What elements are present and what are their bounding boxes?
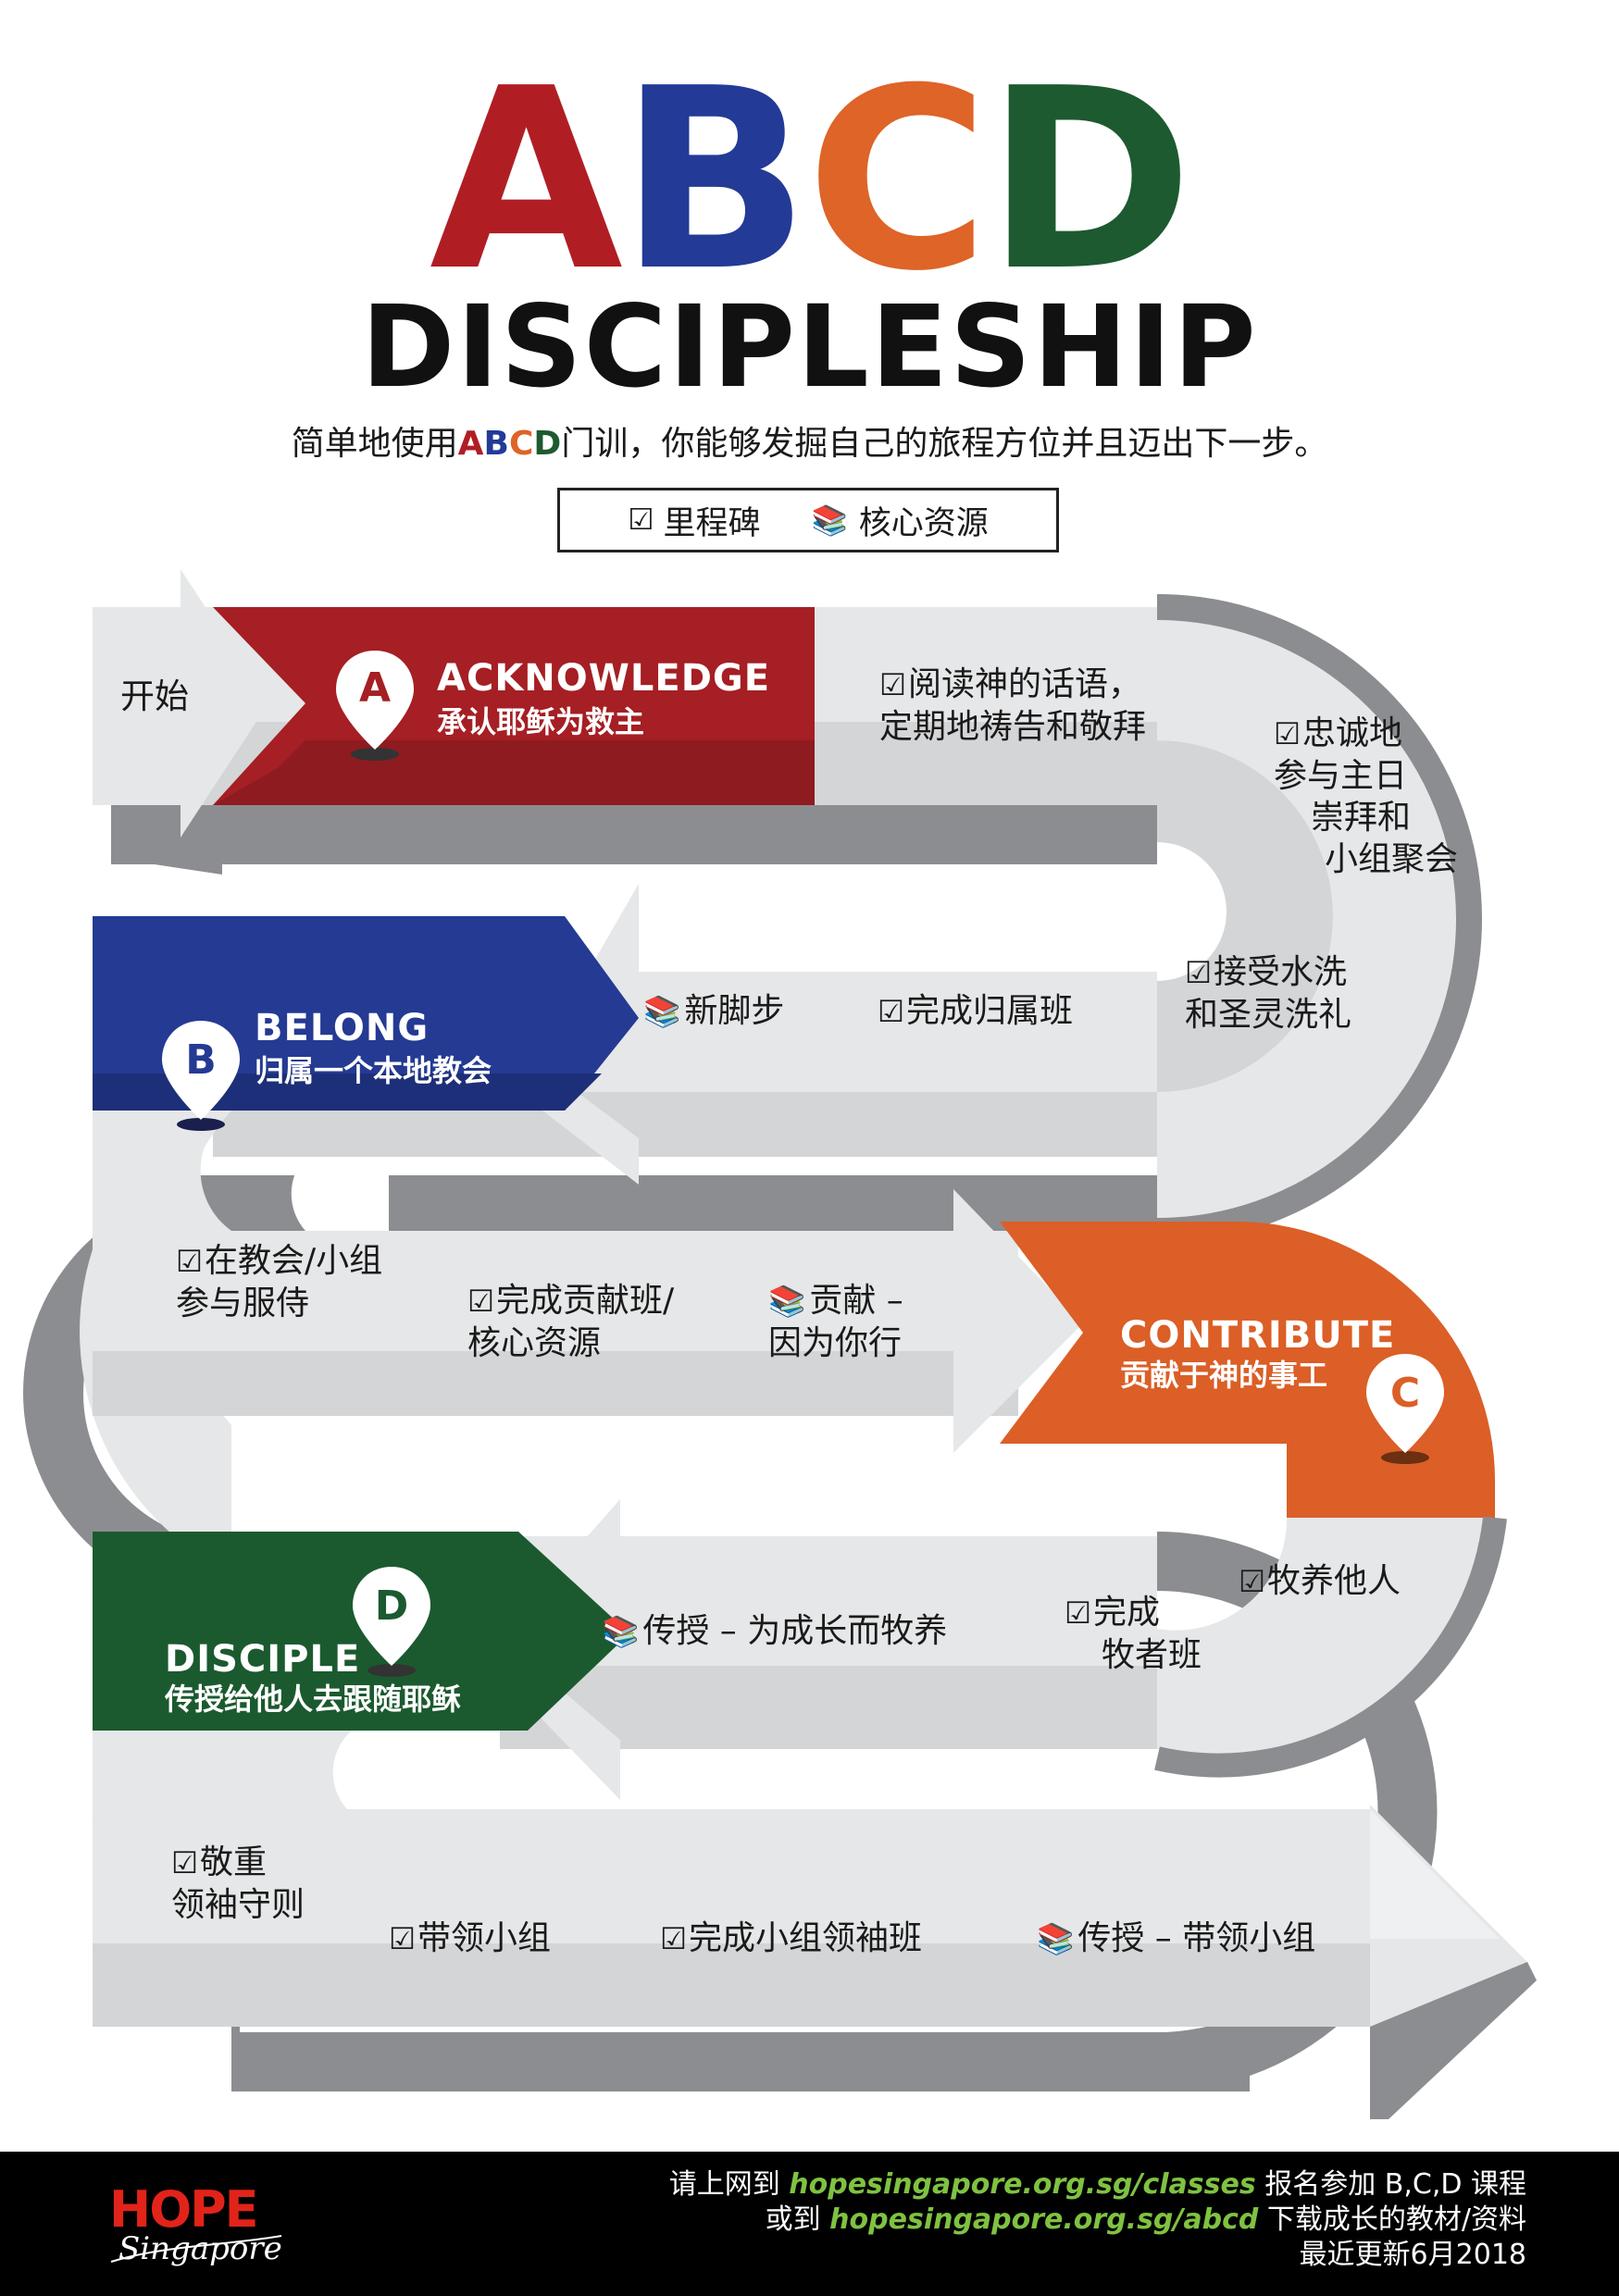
step-b-resource: 📚新脚步 [643, 990, 784, 1033]
stage-a-desc: 承认耶稣为救主 [437, 704, 645, 739]
step-d3: ☑完成小组领袖班 [660, 1917, 922, 1960]
step-c1: ☑牧养他人 [1239, 1560, 1401, 1603]
svg-text:C: C [1390, 1370, 1420, 1417]
book-icon: 📚 [768, 1284, 806, 1319]
svg-text:A: A [359, 664, 391, 712]
start-arrow [93, 569, 268, 838]
abcd-link[interactable]: hopesingapore.org.sg/abcd [829, 2203, 1259, 2236]
tagline-b: B [483, 425, 509, 463]
tagline-d: D [533, 425, 562, 463]
step-d1: ☑敬重 领袖守则 [171, 1843, 305, 1924]
legend-milestone: ☑ 里程碑 [628, 503, 761, 542]
title-discipleship: DISCIPLESHIP [361, 281, 1258, 413]
step-d-resource: 📚传授 – 为成长而牧养 [602, 1610, 947, 1653]
pin-a-icon: A [336, 651, 414, 761]
checkbox-icon: ☑ [879, 667, 907, 702]
footer-line-3: 最近更新6月2018 [1299, 2239, 1526, 2271]
footer-text: 请上网到 hopesingapore.org.sg/classes 报名参加 B… [669, 2167, 1526, 2273]
svg-text:D: D [375, 1582, 409, 1630]
checkbox-icon: ☑ [1239, 1564, 1266, 1599]
checkbox-icon: ☑ [878, 994, 905, 1029]
classes-link[interactable]: hopesingapore.org.sg/classes [789, 2168, 1256, 2201]
uturn-1 [1157, 607, 1469, 1231]
pin-d-icon: D [353, 1567, 430, 1677]
checkbox-icon: ☑ [1185, 955, 1213, 990]
pin-b-icon: B [162, 1021, 240, 1131]
checkbox-icon: ☑ [389, 1921, 417, 1956]
checkbox-icon: ☑ [467, 1284, 495, 1319]
stage-c-banner [1000, 1222, 1495, 1518]
title-letter-b: B [618, 34, 810, 326]
tagline: 简单地使用ABCD门训，你能够发掘自己的旅程方位并且迈出下一步。 [291, 425, 1328, 463]
uturn-3 [1157, 1518, 1495, 1756]
title-letter-d: D [985, 34, 1193, 326]
title-letter-c: C [805, 34, 990, 326]
book-icon: 📚 [811, 503, 848, 538]
stage-a-name: ACKNOWLEDGE [437, 657, 771, 700]
step-a3: ☑接受水洗 和圣灵洗礼 [1185, 953, 1352, 1034]
step-c-resource: 📚贡献 – 因为你行 [768, 1282, 903, 1362]
checkbox-icon: ☑ [1274, 716, 1301, 751]
step-a1: ☑阅读神的话语， 定期地祷告和敬拜 [879, 665, 1147, 746]
svg-text:HOPE: HOPE [109, 2180, 257, 2239]
hope-singapore-logo: HOPE Singapore [109, 2180, 282, 2267]
start-label: 开始 [120, 676, 189, 716]
step-b2: ☑在教会/小组 参与服侍 [176, 1242, 383, 1322]
step-c2: ☑完成 牧者班 [1065, 1594, 1202, 1674]
stage-d-banner [93, 1532, 629, 1731]
checkbox-icon: ☑ [628, 503, 654, 537]
stage-d-name: DISCIPLE [165, 1638, 361, 1681]
tagline-c: C [509, 425, 534, 463]
tagline-abcd: ABCD [458, 425, 562, 463]
tagline-a: A [457, 425, 484, 463]
checkbox-icon: ☑ [171, 1845, 199, 1880]
step-a2: ☑忠诚地 参与主日 崇拜和 小组聚会 [1274, 714, 1459, 878]
book-icon: 📚 [1037, 1921, 1075, 1956]
step-b3: ☑完成贡献班/ 核心资源 [467, 1282, 675, 1362]
legend-resource: 📚 核心资源 [811, 503, 989, 542]
checkbox-icon: ☑ [1065, 1595, 1092, 1631]
svg-text:B: B [185, 1036, 217, 1084]
book-icon: 📚 [602, 1614, 640, 1649]
step-d-resource-2: 📚传授 – 带领小组 [1037, 1917, 1315, 1960]
footer-line-2: 或到 hopesingapore.org.sg/abcd 下载成长的教材/资料 [765, 2203, 1526, 2236]
title-abcd: ABCD [0, 56, 1619, 305]
book-icon: 📚 [643, 994, 681, 1029]
step-b1: ☑完成归属班 [878, 990, 1073, 1033]
checkbox-icon: ☑ [176, 1244, 204, 1279]
svg-text:Singapore: Singapore [118, 2230, 282, 2267]
stage-d-desc: 传授给他人去跟随耶稣 [165, 1682, 462, 1717]
checkbox-icon: ☑ [660, 1921, 688, 1956]
pin-c-icon: C [1366, 1354, 1444, 1464]
footer [0, 2152, 1619, 2296]
footer-line-1: 请上网到 hopesingapore.org.sg/classes 报名参加 B… [668, 2168, 1526, 2201]
stage-c-name: CONTRIBUTE [1120, 1314, 1396, 1357]
stage-b-name: BELONG [255, 1007, 430, 1049]
legend: ☑ 里程碑 📚 核心资源 [557, 488, 1059, 552]
title-letter-a: A [429, 34, 623, 326]
stage-c-desc: 贡献于神的事工 [1120, 1358, 1328, 1393]
step-d2: ☑带领小组 [389, 1917, 551, 1960]
stage-b-desc: 归属一个本地教会 [255, 1053, 492, 1088]
